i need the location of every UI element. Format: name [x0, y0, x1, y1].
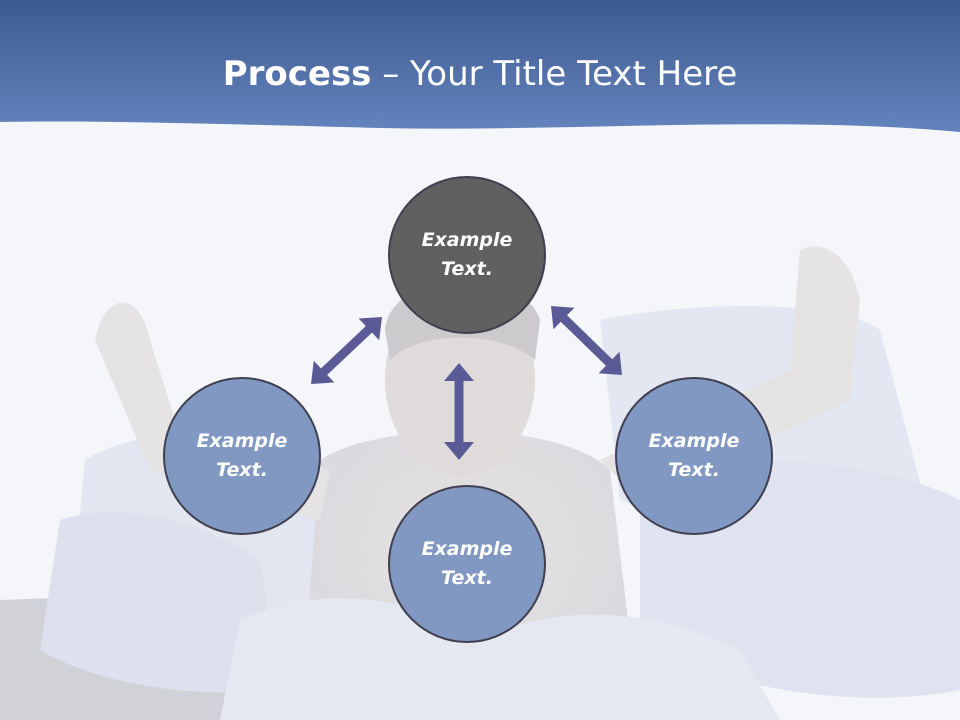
node-right: Example Text. — [615, 377, 773, 535]
slide-title: Process – Your Title Text Here — [0, 50, 960, 98]
node-bottom-text: Example Text. — [421, 538, 513, 589]
node-top: Example Text. — [388, 176, 546, 334]
node-right-text: Example Text. — [648, 430, 740, 481]
node-left-text: Example Text. — [196, 430, 288, 481]
title-rest: – Your Title Text Here — [371, 54, 738, 94]
node-top-text: Example Text. — [421, 229, 513, 280]
node-bottom: Example Text. — [388, 485, 546, 643]
title-bold: Process — [222, 54, 372, 94]
node-left: Example Text. — [163, 377, 321, 535]
